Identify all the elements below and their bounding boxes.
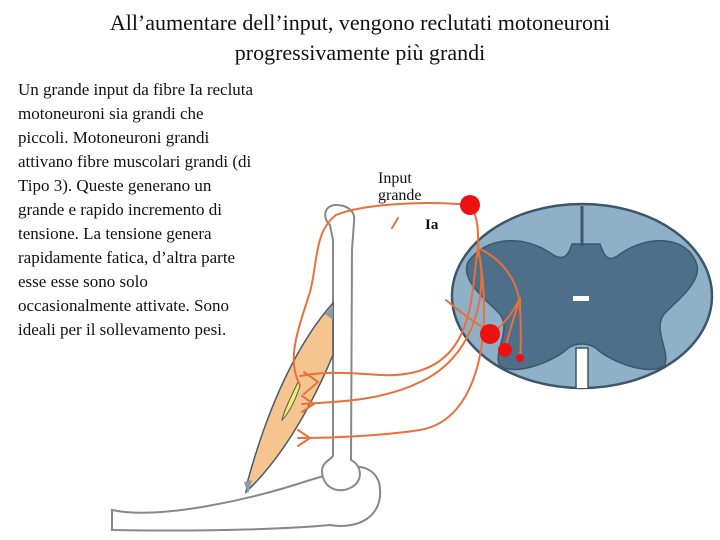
central-canal bbox=[573, 296, 589, 301]
small-motoneuron bbox=[516, 354, 524, 362]
medium-motoneuron bbox=[498, 343, 512, 357]
ia-fiber-label: Ia bbox=[425, 217, 438, 234]
input-label-line-2: grande bbox=[378, 187, 422, 204]
large-motoneuron bbox=[480, 324, 500, 344]
ia-afferent-neuron bbox=[460, 195, 480, 215]
anterior-median-fissure bbox=[576, 348, 588, 388]
spinal-cord bbox=[452, 204, 712, 388]
muscle bbox=[246, 303, 333, 492]
input-label-line-1: Input bbox=[378, 170, 422, 187]
input-label: Input grande bbox=[378, 170, 422, 204]
